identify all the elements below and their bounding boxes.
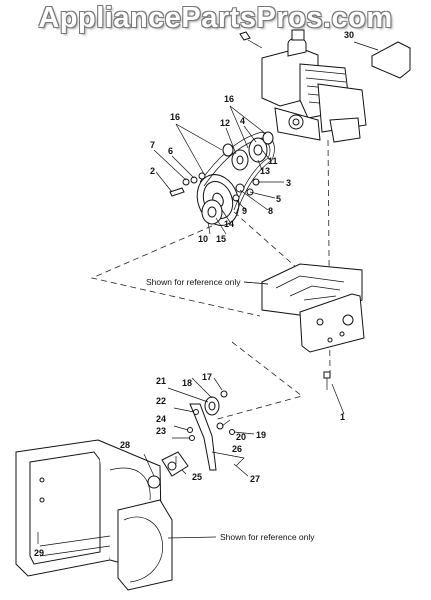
reference-note-top: Shown for reference only (146, 277, 241, 287)
engine-assembly (239, 29, 367, 143)
watermark-logo: AppliancePartsPros.com (38, 2, 393, 34)
part-1-bolt (323, 371, 345, 415)
reference-line-pulley-left (90, 225, 261, 317)
callout-26: 26 (232, 444, 242, 454)
callout-22: 22 (156, 396, 166, 406)
callout-19: 19 (256, 430, 266, 440)
callout-3: 3 (286, 178, 291, 188)
reference-note-leader-top (243, 281, 269, 285)
callout-20: 20 (236, 432, 246, 442)
callout-28: 28 (120, 440, 130, 450)
reference-line-lower (213, 341, 303, 421)
callout-1: 1 (340, 412, 345, 422)
leader-lines-pulleys (153, 105, 284, 235)
callout-29: 29 (34, 548, 44, 558)
callout-16-left: 16 (170, 112, 180, 122)
callout-4: 4 (240, 116, 245, 126)
callout-labels: 30 16 16 12 4 7 6 11 13 2 3 5 8 9 14 15 … (34, 30, 354, 558)
part-30-bracket (353, 41, 412, 79)
callout-23: 23 (156, 426, 166, 436)
auger-housing (15, 439, 217, 591)
callout-14: 14 (224, 219, 234, 229)
idler-bracket-assembly (161, 390, 245, 477)
callout-13: 13 (260, 166, 270, 176)
leader-lines-lower (167, 377, 255, 477)
callout-18: 18 (182, 378, 192, 388)
callout-24: 24 (156, 414, 166, 424)
callout-21: 21 (156, 376, 166, 386)
callout-9: 9 (242, 206, 247, 216)
callout-16-right: 16 (224, 94, 234, 104)
reference-line-pulley-right (233, 211, 307, 277)
callout-11: 11 (268, 156, 278, 166)
pulley-assembly (169, 131, 275, 226)
callout-2: 2 (150, 166, 155, 176)
callout-5: 5 (276, 194, 281, 204)
callout-25: 25 (192, 472, 202, 482)
frame-reference (243, 263, 365, 353)
callout-7: 7 (150, 140, 155, 150)
callout-8: 8 (268, 206, 273, 216)
callout-27: 27 (250, 474, 260, 484)
callout-6: 6 (168, 146, 173, 156)
reference-note-bottom: Shown for reference only (220, 532, 315, 542)
callout-15: 15 (216, 234, 226, 244)
callout-10: 10 (198, 234, 208, 244)
callout-30: 30 (344, 30, 354, 40)
callout-17: 17 (202, 372, 212, 382)
callout-12: 12 (220, 118, 230, 128)
